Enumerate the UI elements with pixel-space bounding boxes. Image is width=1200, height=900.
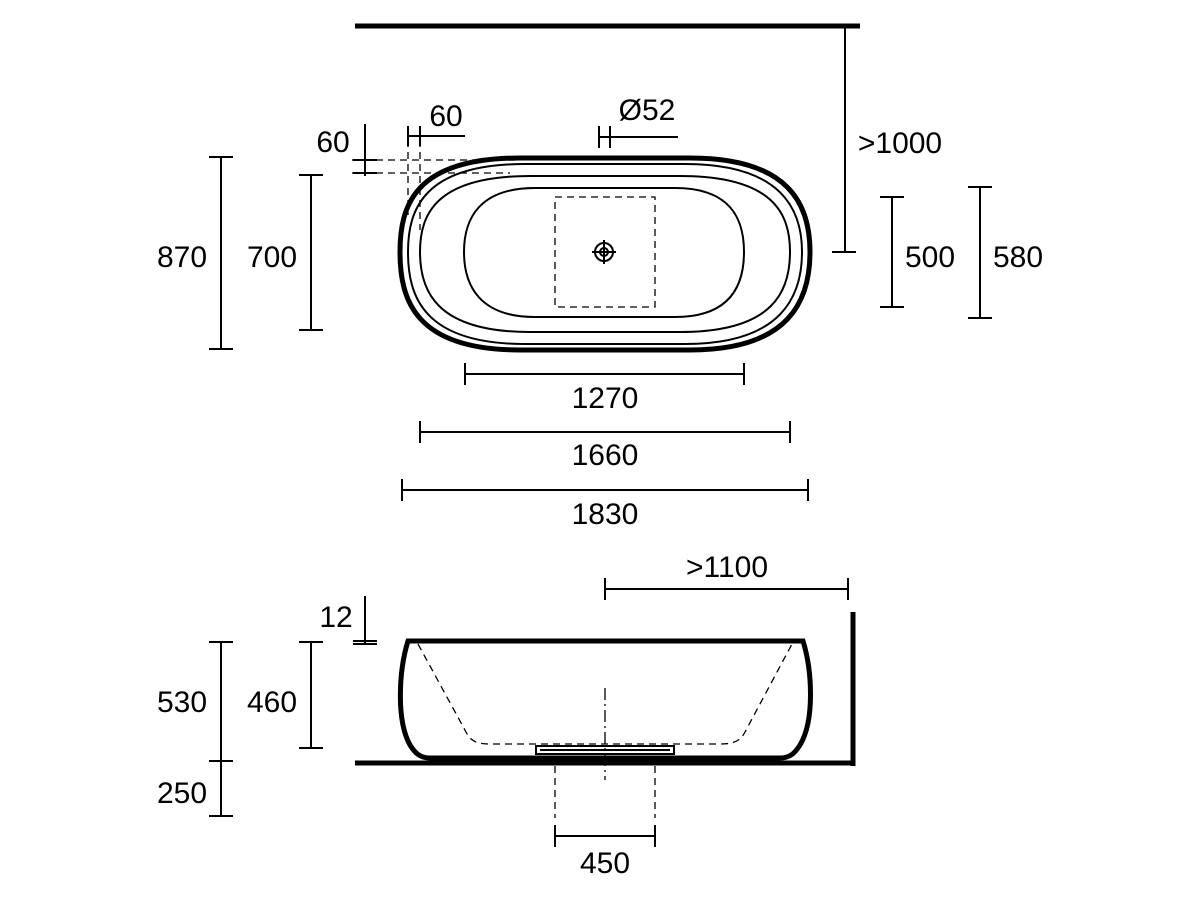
dim-overall-width-label: 870 xyxy=(157,241,207,274)
dim-overflow-offset-horizontal xyxy=(407,126,465,146)
waste-outlet-icon xyxy=(592,240,616,264)
plan-view: 60 60 Ø52 >1000 870 xyxy=(157,23,1043,531)
dim-base-gap-label: 12 xyxy=(319,601,352,634)
dim-wall-clearance-label: >1000 xyxy=(858,127,942,160)
tub-rim-inner-edge xyxy=(406,163,804,345)
dim-waste-zone-a xyxy=(880,196,904,308)
dim-overflow-offset-vertical xyxy=(353,124,377,176)
dim-waste-zone-b-label: 580 xyxy=(993,241,1043,274)
dim-overflow-offset-horizontal-label: 60 xyxy=(429,100,462,133)
tub-floor xyxy=(462,187,746,318)
tub-elevation-body xyxy=(397,638,813,761)
dim-waste-zone-a-label: 500 xyxy=(905,241,955,274)
dim-inner-width xyxy=(299,174,323,331)
floor-void-outline xyxy=(554,766,656,818)
tub-outer-rim xyxy=(397,155,813,353)
dim-waste-diameter xyxy=(598,126,678,148)
dim-waste-zone-width xyxy=(554,825,656,847)
dim-floor-void xyxy=(209,761,233,817)
dim-waste-diameter-label: Ø52 xyxy=(619,94,676,127)
dim-overall-height-label: 530 xyxy=(157,686,207,719)
dim-overall-height xyxy=(209,641,233,762)
dim-inner-length-label: 1270 xyxy=(572,382,639,415)
dim-overall-width xyxy=(209,156,233,350)
dim-overall-length-label: 1830 xyxy=(572,498,639,531)
dim-inner-depth xyxy=(299,641,323,749)
elevation-view: >1100 12 530 460 250 xyxy=(157,551,856,880)
dim-rim-length-label: 1660 xyxy=(572,439,639,472)
dim-overflow-offset-vertical-label: 60 xyxy=(316,126,349,159)
dim-wall-clearance xyxy=(832,26,856,253)
dim-overall-length xyxy=(401,479,809,501)
dim-floor-void-label: 250 xyxy=(157,777,207,810)
dim-elevation-wall-clearance xyxy=(604,578,849,600)
dim-elevation-wall-clearance-label: >1100 xyxy=(686,551,768,584)
dim-waste-zone-b xyxy=(968,186,992,319)
dim-inner-length xyxy=(464,363,745,385)
tub-basin-edge xyxy=(418,175,792,333)
dim-waste-zone-width-label: 450 xyxy=(580,847,630,880)
dim-inner-depth-label: 460 xyxy=(247,686,297,719)
dim-base-gap xyxy=(353,596,377,645)
waste-zone-outline xyxy=(554,196,656,308)
dim-rim-length xyxy=(419,421,791,443)
dim-inner-width-label: 700 xyxy=(247,241,297,274)
